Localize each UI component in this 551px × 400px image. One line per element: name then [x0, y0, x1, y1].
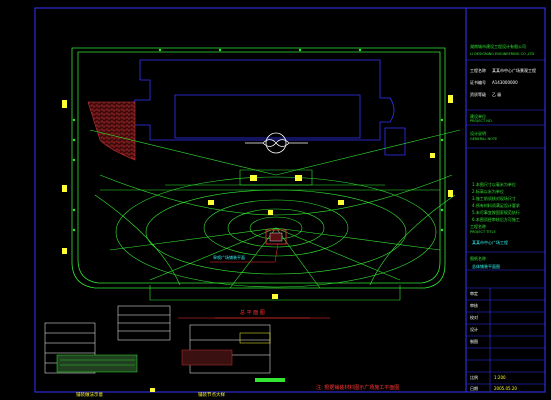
yellow-markers [62, 95, 453, 392]
sign-row-4: 制图 [470, 339, 478, 344]
center-pavilion-core [269, 232, 283, 242]
company-name-en: LI DESIGNING ENGINEERING CO.,LTD [470, 52, 535, 56]
tree-points [72, 48, 444, 232]
sign-row-0: 审定 [470, 291, 478, 296]
detail-hatch-left [56, 354, 138, 373]
central-monument [245, 132, 308, 154]
scale-label: 比例 [470, 375, 478, 380]
plaza-pattern [89, 129, 461, 301]
date-value: 2005.05.20 [494, 386, 517, 391]
section-label: 建设单位 [470, 114, 486, 119]
bottom-note: 注: 根据铺装材料图示广场施工平面图 [316, 384, 399, 391]
detail-strip [255, 378, 285, 382]
notes-heading: 设计说明 [470, 131, 486, 136]
building-outline [131, 59, 406, 156]
tb-row-0-key: 工程名称 [470, 68, 486, 73]
site-boundary [71, 47, 446, 289]
note-1: 2.标高以米为单位 [472, 189, 504, 194]
project-name: 某某市中心广场工程 [472, 240, 508, 245]
note-2: 3.施工前须核对现场尺寸 [472, 196, 516, 201]
plaza-label: 旱喷广场铺装平面 [213, 254, 245, 260]
section-sub: PROJECT NO. [470, 119, 493, 123]
sign-row-3: 设计 [470, 327, 478, 332]
company-name-cn: 湖南城市建设工程设计有限公司 [470, 44, 526, 49]
project-label: 工程名称 [470, 224, 486, 229]
tb-row-2-val: 乙 级 [492, 92, 502, 97]
tb-row-1-key: 证书编号 [470, 80, 486, 85]
notes-sub: GENERAL NOTE [470, 137, 498, 141]
note-5: 6.本图须经审核后方可施工 [472, 217, 520, 222]
note-4: 5.未尽事宜按国家规范执行 [472, 210, 520, 215]
detail-section-right [189, 324, 271, 374]
detail-right-label: 铺装节点大样 [198, 391, 225, 398]
plan-title: 总 平 面 图 [240, 309, 265, 316]
detail-hatch-right [181, 349, 233, 366]
sign-row-2: 校对 [470, 315, 478, 320]
tb-row-2-key: 资质等级 [470, 92, 486, 97]
center-pavilion [265, 229, 287, 245]
tb-row-1-val: A143000000 [492, 80, 518, 85]
drawing-name: 总体铺装平面图 [472, 264, 500, 269]
date-label: 日期 [470, 386, 478, 391]
brick-paving-area [87, 101, 136, 161]
tb-row-0-val: 某某市中心广场景观工程 [492, 68, 536, 73]
sign-row-1: 审核 [470, 303, 478, 308]
detail-hatch-left-lines [60, 359, 135, 366]
note-3: 4.所有材料须满足设计要求 [472, 203, 520, 208]
note-0: 1.本图尺寸以毫米为单位 [472, 182, 516, 187]
project-sub: PROJECT TITLE [470, 230, 496, 234]
detail-left-label: 铺装做法示意 [76, 391, 103, 398]
title-block-grid [466, 59, 545, 392]
scale-value: 1:200 [494, 375, 506, 380]
drawing-label: 图纸名称 [470, 256, 486, 261]
drawing-border [34, 7, 546, 393]
